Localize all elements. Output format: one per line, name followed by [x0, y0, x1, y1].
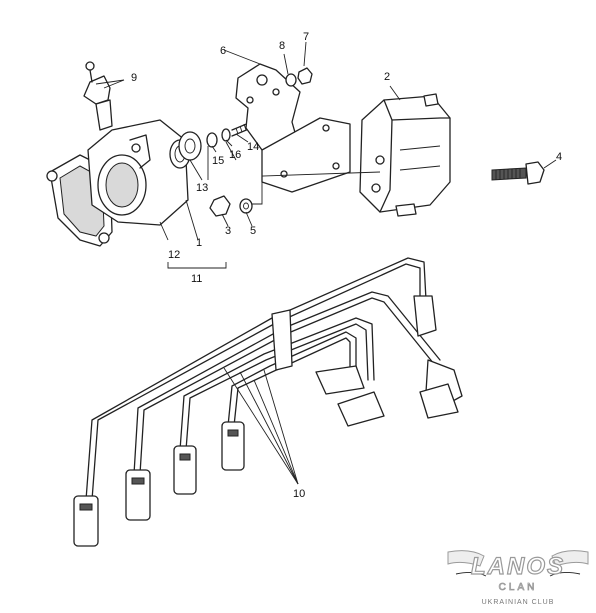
washer-15 [206, 132, 218, 148]
callout-10: 10 [293, 488, 305, 500]
callout-11: 11 [191, 273, 202, 285]
sensor [83, 61, 125, 131]
logo-subtitle: CLAN [499, 582, 538, 593]
callout-14: 14 [247, 141, 259, 153]
washer-stack [178, 119, 257, 180]
callout-7: 7 [303, 31, 309, 43]
callout-3: 3 [225, 225, 231, 237]
plug-boot-3 [173, 445, 197, 495]
coil-boot-b [337, 391, 385, 427]
callout-15: 15 [212, 155, 224, 167]
distributor-housing [46, 119, 191, 247]
callout-5: 5 [250, 225, 256, 237]
callout-6: 6 [220, 45, 226, 57]
callout-12: 12 [168, 249, 180, 261]
lanos-clan-logo: LANOS CLAN UKRAINIAN CLUB [447, 550, 589, 606]
spark-plug-wires [73, 257, 463, 547]
callout-4: 4 [556, 151, 562, 163]
callout-8: 8 [279, 40, 285, 52]
callout-9: 9 [131, 72, 137, 84]
ignition-coil [359, 93, 451, 217]
nut-washer-top [285, 67, 313, 87]
coil-boot-c [419, 383, 459, 419]
callout-2: 2 [384, 71, 390, 83]
washer-5 [239, 198, 253, 214]
wire-separator-clip [271, 309, 293, 371]
leader-lines [95, 41, 557, 227]
callout-labels: 9 6 8 7 2 4 14 16 15 13 3 5 12 1 11 10 [131, 31, 562, 500]
logo-title: LANOS [471, 553, 565, 580]
nut-7 [297, 67, 313, 85]
plug-boot-4 [221, 421, 245, 471]
logo-wing-right [551, 550, 589, 567]
washer-13 [178, 131, 202, 161]
logo-tagline: UKRAINIAN CLUB [482, 599, 555, 606]
callout-16: 16 [229, 149, 241, 161]
logo-wing-left [447, 550, 485, 567]
washer-16 [221, 128, 231, 142]
washer-8 [285, 73, 297, 87]
callout-1: 1 [196, 237, 202, 249]
coil-bolt [491, 161, 545, 185]
nut-3 [209, 195, 231, 217]
coil-boot-a [315, 365, 365, 395]
callout-13: 13 [196, 182, 208, 194]
assembly-bracket-11 [159, 199, 227, 269]
